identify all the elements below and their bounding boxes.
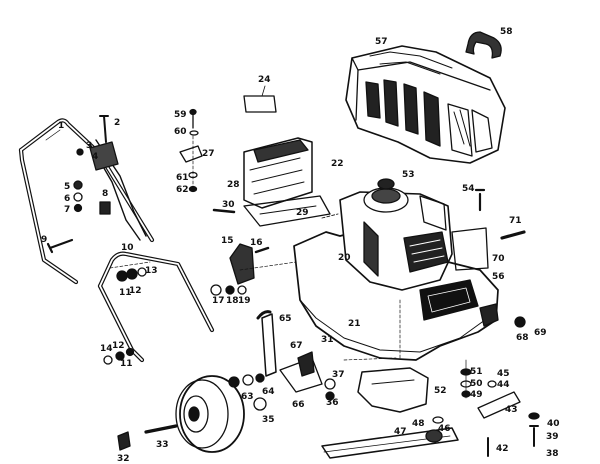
part-label-64: 64: [262, 387, 275, 397]
leader-lines: [45, 129, 467, 399]
part-label-54: 54: [462, 184, 475, 194]
axle-nut: [514, 316, 526, 328]
part-label-9: 9: [41, 235, 48, 245]
part-label-31: 31: [321, 335, 334, 345]
part-label-66: 66: [292, 400, 305, 410]
part-label-17: 17: [212, 296, 225, 306]
part-label-38: 38: [546, 449, 559, 459]
engine-bolt: [474, 188, 486, 212]
part-label-19: 19: [238, 296, 251, 306]
blade-adapter: [357, 367, 429, 413]
part-label-33: 33: [156, 440, 169, 450]
axle-arm: [261, 313, 277, 377]
part-label-60: 60: [174, 127, 187, 137]
part-label-37: 37: [332, 370, 345, 380]
part-label-53: 53: [402, 170, 415, 180]
part-label-45: 45: [497, 369, 510, 379]
part-label-13: 13: [145, 266, 158, 276]
part-label-61: 61: [176, 173, 189, 183]
part-label-48: 48: [412, 419, 425, 429]
part-label-70: 70: [492, 254, 505, 264]
part-label-39: 39: [546, 432, 559, 442]
part-label-40: 40: [547, 419, 560, 429]
flap-bracket: [243, 195, 331, 227]
part-label-49: 49: [470, 390, 483, 400]
part-label-63: 63: [241, 392, 254, 402]
part-label-11a: 11: [119, 288, 132, 298]
part-label-15: 15: [221, 236, 234, 246]
part-label-47: 47: [394, 427, 407, 437]
part-label-56: 56: [492, 272, 505, 282]
wheel-bolt: [144, 424, 178, 434]
part-label-14: 14: [100, 344, 113, 354]
part-label-10: 10: [121, 243, 134, 253]
part-label-50: 50: [470, 379, 483, 389]
part-label-1: 1: [58, 121, 65, 131]
part-label-69: 69: [534, 328, 547, 338]
part-label-35: 35: [262, 415, 275, 425]
side-bolt: [500, 230, 526, 240]
axle-washers: [210, 284, 247, 296]
part-label-30: 30: [222, 200, 235, 210]
part-label-11b: 11: [120, 359, 133, 369]
handle-bolt: [99, 115, 109, 143]
part-label-6: 6: [64, 194, 71, 204]
part-label-22: 22: [331, 159, 344, 169]
handle-pivot-bolt: [46, 238, 74, 254]
part-label-24: 24: [258, 75, 271, 85]
part-label-12b: 12: [112, 341, 125, 351]
part-label-12a: 12: [129, 286, 142, 296]
part-label-68: 68: [516, 333, 529, 343]
part-label-58: 58: [500, 27, 513, 37]
part-label-2: 2: [114, 118, 121, 128]
part-label-16: 16: [250, 238, 263, 248]
part-label-44: 44: [497, 380, 510, 390]
control-lever: [89, 141, 119, 171]
part-label-28: 28: [227, 180, 240, 190]
part-label-7: 7: [64, 205, 71, 215]
part-label-3: 3: [86, 141, 93, 151]
wheel-washers: [228, 373, 336, 411]
part-label-46: 46: [438, 424, 451, 434]
part-label-59: 59: [174, 110, 187, 120]
grass-catcher: [345, 45, 506, 164]
engine: [339, 178, 489, 291]
part-label-27: 27: [202, 149, 215, 159]
hub-cap: [117, 431, 131, 451]
rear-flap: [243, 137, 313, 209]
part-label-62: 62: [176, 185, 189, 195]
part-label-42: 42: [496, 444, 509, 454]
part-label-5: 5: [64, 182, 71, 192]
part-label-36: 36: [326, 398, 339, 408]
catcher-handle-clip: [465, 31, 502, 59]
cutting-blade: [321, 427, 459, 459]
bracket-bolt: [212, 208, 236, 214]
part-label-67: 67: [290, 341, 303, 351]
hinge-fasteners: [179, 108, 203, 193]
lower-handle-washers: [103, 267, 147, 365]
blade-fasteners: [425, 368, 540, 457]
part-label-32: 32: [117, 454, 130, 464]
blade-bracket: [477, 391, 521, 419]
handle-nut: [99, 201, 111, 215]
part-label-52: 52: [434, 386, 447, 396]
part-label-29: 29: [296, 208, 309, 218]
part-label-4: 4: [92, 152, 99, 162]
rear-wheel: [175, 375, 245, 453]
part-label-8: 8: [102, 189, 109, 199]
height-adjuster: [229, 243, 270, 285]
adjuster-spring: [297, 351, 315, 377]
label-plate: [243, 95, 277, 113]
part-label-65: 65: [279, 314, 292, 324]
part-label-18: 18: [226, 296, 239, 306]
washer-stack: [73, 148, 84, 213]
part-label-71: 71: [509, 216, 522, 226]
part-label-43: 43: [505, 405, 518, 415]
part-label-51: 51: [470, 367, 483, 377]
part-label-20: 20: [338, 253, 351, 263]
part-label-21: 21: [348, 319, 361, 329]
part-label-57: 57: [375, 37, 388, 47]
